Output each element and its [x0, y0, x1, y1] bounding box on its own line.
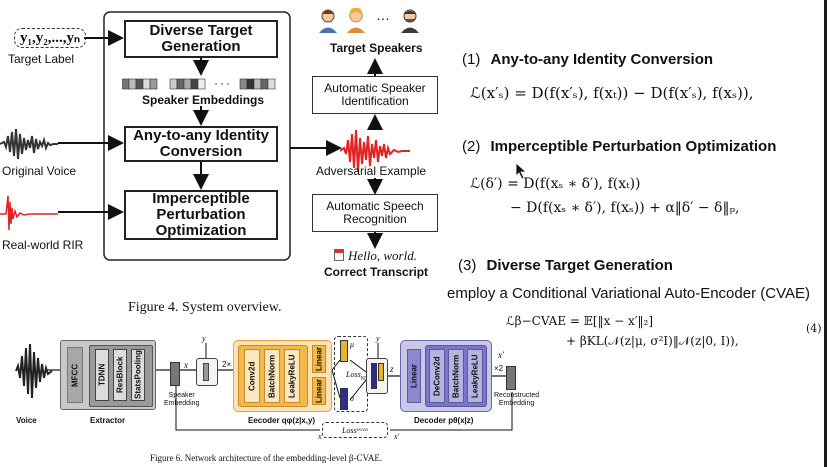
diverse-target-generation-box: Diverse Target Generation: [124, 20, 278, 58]
mu-label: μ: [350, 340, 355, 349]
speaker-avatar-3-icon: [401, 9, 419, 33]
target-speakers-avatars: …: [318, 6, 428, 34]
any-to-any-conversion-box: Any-to-any Identity Conversion: [124, 126, 278, 162]
extractor-label: Extractor: [90, 416, 126, 425]
conv2d-chip: Conv2d: [244, 349, 260, 403]
equation3-line2: + βKL(𝒩(z|μ, σ²I)‖𝒩(z|0, I)),: [566, 334, 739, 348]
fig6-voice-label: Voice: [16, 416, 37, 425]
target-speakers-label: Target Speakers: [330, 41, 423, 55]
tdnn-chip: TDNN: [95, 349, 109, 401]
section1-number: (1): [462, 51, 481, 68]
loss-kl-subscript: KL: [360, 376, 367, 382]
svg-text:·: ·: [220, 78, 224, 90]
adversarial-example-label: Adversarial Example: [316, 164, 427, 178]
concat-zy-block: [366, 358, 388, 394]
times2-right-label: ×2: [494, 364, 504, 373]
speaker-avatar-2-icon: [347, 7, 365, 33]
original-voice-label: Original Voice: [2, 164, 77, 178]
automatic-speech-recognition-box: Automatic Speech Recognition: [312, 194, 438, 232]
concat-xy-block: [196, 358, 218, 386]
correct-transcript-label: Correct Transcript: [324, 265, 429, 279]
adversarial-waveform: [340, 129, 410, 173]
section1-title: Any-to-any Identity Conversion: [490, 51, 714, 68]
speaker-embedding-label: Speaker Embedding: [164, 392, 200, 407]
speakers-ellipsis: …: [376, 7, 390, 23]
section3-heading: (3) Diverse Target Generation: [458, 257, 673, 274]
target-label-caption: Target Label: [8, 52, 75, 66]
speaker-avatar-1-icon: [319, 9, 337, 33]
leakyrelu-chip-encoder: LeakyReLU: [284, 349, 300, 403]
section2-heading: (2) Imperceptible Perturbation Optimizat…: [462, 138, 776, 155]
speaker-embedding-bar: [170, 362, 180, 386]
section3-title: Diverse Target Generation: [486, 257, 673, 274]
extractor-block: MFCC TDNN ResBlock StatsPooling: [60, 340, 156, 410]
equation3-line1: ℒβ−CVAE = 𝔼[‖x − x′‖₂]: [506, 314, 654, 328]
linear-chip-sigma: Linear: [312, 377, 326, 405]
equation2-line1: ℒ(δ′) = D(f(xₛ ∗ δ′), f(xₜ)): [470, 176, 641, 192]
section3-number: (3): [458, 257, 477, 274]
x-input-label: x: [184, 360, 188, 370]
z-label: z: [390, 364, 394, 374]
imperceptible-perturbation-box: Imperceptible Perturbation Optimization: [124, 190, 278, 240]
equation2-line2: − D(f(xₛ ∗ δ′), f(xₛ)) + α‖δ′ − δ‖ₚ,: [510, 200, 740, 216]
transcript-document-icon: [334, 249, 344, 261]
resblock-chip: ResBlock: [113, 349, 127, 401]
window-edge: [824, 0, 827, 467]
sigma-label: σ: [350, 394, 354, 403]
statspooling-chip: StatsPooling: [131, 349, 145, 401]
reconstructed-embedding-label: Reconstructed Embedding: [494, 392, 540, 407]
original-voice-waveform: [0, 128, 58, 160]
mu-bar: [340, 340, 348, 362]
x-prime-label: x′: [498, 350, 504, 360]
times2-left-label: 2×: [222, 360, 232, 369]
reconstructed-embedding-bar: [506, 366, 516, 390]
rir-waveform: [0, 195, 58, 231]
section1-heading: (1) Any-to-any Identity Conversion: [462, 51, 713, 68]
svg-text:·: ·: [214, 78, 218, 90]
loss-recon-text: Loss: [342, 425, 357, 435]
section2-title: Imperceptible Perturbation Optimization: [490, 138, 777, 155]
transcript-text: Hello, world.: [348, 248, 417, 263]
encoder-block: Conv2d BatchNorm LeakyReLU Linear Linear: [233, 340, 332, 412]
linear-chip-mu: Linear: [312, 345, 326, 373]
deconv2d-chip: DeConv2d: [429, 349, 445, 403]
mouse-cursor-icon: [515, 162, 528, 180]
loss-kl-label: LossKL: [346, 370, 367, 382]
real-world-rir-label: Real-world RIR: [2, 238, 84, 252]
batchnorm-chip-encoder: BatchNorm: [264, 349, 280, 403]
speaker-embedding-strips: · · ·: [122, 78, 282, 90]
loss-recon-subscript: recon: [356, 427, 368, 433]
recon-x-label: x: [318, 432, 322, 441]
svg-text:·: ·: [226, 78, 230, 90]
linear-chip-decoder: Linear: [407, 349, 421, 403]
mfcc-chip: MFCC: [67, 347, 83, 403]
automatic-speaker-id-box: Automatic Speaker Identification: [312, 76, 438, 114]
batchnorm-chip-decoder: BatchNorm: [448, 349, 464, 403]
target-label-math: y₁,y₂,...,yₙ: [14, 28, 86, 48]
figure4-caption: Figure 4. System overview.: [128, 300, 282, 315]
loss-kl-text: Loss: [346, 370, 361, 379]
y-label-left: y: [202, 334, 206, 343]
sigma-bar: [340, 388, 348, 410]
leakyrelu-chip-decoder: LeakyReLU: [467, 349, 483, 403]
section2-number: (2): [462, 138, 481, 155]
decoder-block: Linear DeConv2d BatchNorm LeakyReLU: [400, 340, 492, 412]
speaker-embeddings-label: Speaker Embeddings: [142, 93, 265, 107]
equation1: ℒ(x′ₛ) = D(f(x′ₛ), f(xₜ)) − D(f(x′ₛ), f(…: [470, 84, 754, 102]
equation3-number: (4): [806, 322, 822, 335]
recon-x-prime-label: x′: [394, 432, 400, 441]
voice-waveform: [15, 343, 53, 399]
section3-description: employ a Conditional Variational Auto-En…: [447, 285, 810, 302]
y-label-right: y: [376, 334, 380, 343]
figure6-caption: Figure 6. Network architecture of the em…: [150, 453, 383, 463]
encoder-label: Eecoder qφ(z|x,y): [248, 416, 316, 425]
decoder-label: Decoder pθ(x|z): [414, 416, 474, 425]
